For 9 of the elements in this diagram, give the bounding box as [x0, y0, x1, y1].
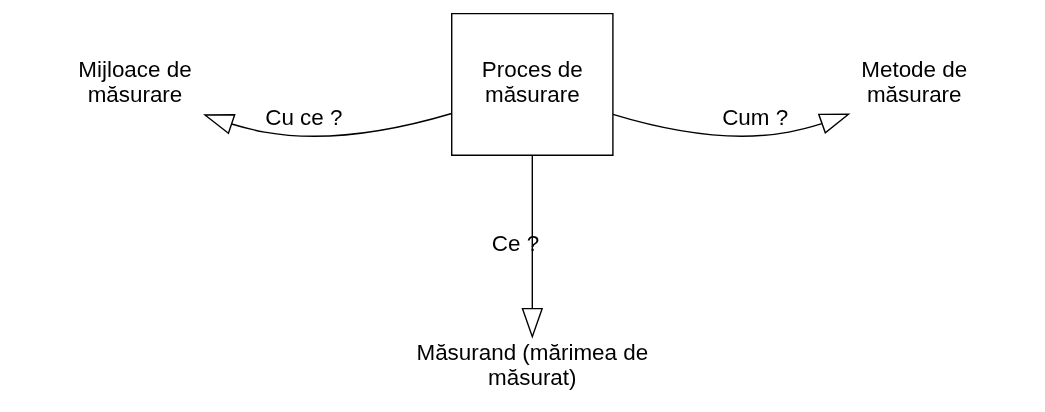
node-box: Proces de măsurare [451, 12, 614, 156]
arrow [203, 112, 453, 137]
arrow [612, 113, 851, 137]
edge-label: Cu ce ? [265, 104, 343, 130]
node-text: Metode de măsurare [861, 57, 968, 108]
node-text: Măsurand (mărimea de măsurat) [416, 340, 649, 391]
edge-label: Cum ? [722, 104, 789, 130]
node-text: Mijloace de măsurare [78, 57, 192, 108]
arrow [521, 154, 544, 339]
